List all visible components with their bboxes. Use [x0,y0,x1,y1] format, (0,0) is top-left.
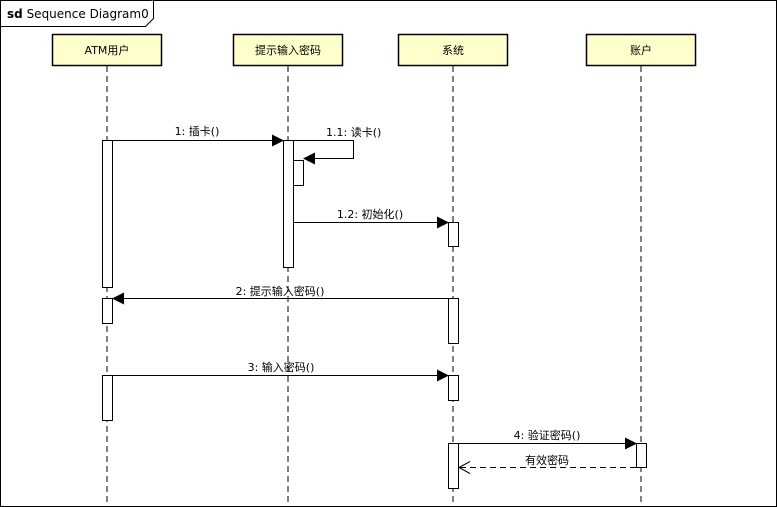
message-label: 1.1: 读卡() [326,125,381,139]
message-1-2-initialize[interactable]: 1.2: 初始化() [293,207,449,229]
message-label: 2: 提示输入密码() [236,284,325,298]
activation-account-1[interactable] [636,443,647,468]
message-1-insert-card[interactable]: 1: 插卡() [112,124,284,147]
frame-title: sd Sequence Diagram0 [7,7,149,21]
activation-atm-user-3[interactable] [102,375,113,421]
message-label: 有效密码 [525,453,569,467]
activation-atm-user-1[interactable] [102,140,113,288]
lifeline-head-account[interactable]: 账户 [585,33,697,67]
activation-system-4[interactable] [448,443,459,489]
activation-system-1[interactable] [448,222,459,247]
activation-prompt-pin-self[interactable] [293,160,304,186]
lifeline-label-atm-user: ATM用户 [85,43,130,57]
lifeline-head-prompt-pin[interactable]: 提示输入密码 [232,33,344,67]
message-label: 4: 验证密码() [514,428,581,442]
lifeline-head-atm-user[interactable]: ATM用户 [51,33,163,67]
message-4-verify-pin[interactable]: 4: 验证密码() [458,428,637,450]
message-label: 3: 输入密码() [248,360,315,374]
lifeline-label-prompt-pin: 提示输入密码 [255,43,321,57]
message-3-enter-pin[interactable]: 3: 输入密码() [112,360,449,382]
activation-prompt-pin-1[interactable] [283,140,294,268]
activation-system-2[interactable] [448,298,459,344]
activation-atm-user-2[interactable] [102,298,113,324]
lifeline-head-system[interactable]: 系统 [397,33,509,67]
message-label: 1: 插卡() [175,124,220,138]
message-1-1-read-card[interactable]: 1.1: 读卡() [293,125,381,165]
frame-tab [0,0,154,27]
message-label: 1.2: 初始化() [337,207,403,221]
lifeline-label-system: 系统 [442,44,464,57]
lifeline-label-account: 账户 [630,43,652,57]
activation-system-3[interactable] [448,375,459,401]
message-2-prompt-pin[interactable]: 2: 提示输入密码() [112,284,448,305]
return-valid-pin[interactable]: 有效密码 [457,453,636,474]
